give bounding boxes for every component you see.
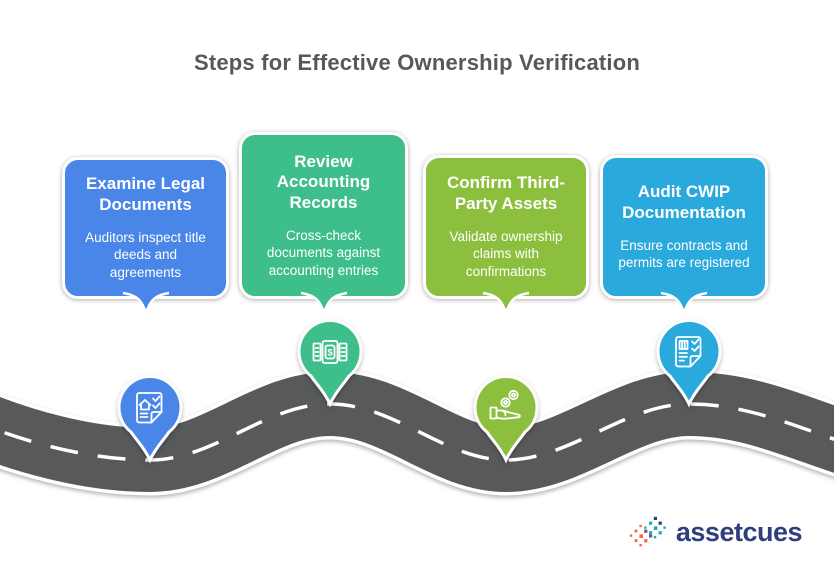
step-title: Review Accounting Records — [276, 151, 371, 213]
step-card-review-accounting-records: Review Accounting Records Cross-check do… — [239, 132, 408, 312]
road-edge-lines — [0, 404, 834, 460]
assetcues-logo-mark — [629, 516, 666, 547]
map-pin-step-4 — [656, 319, 722, 408]
card-pointer — [660, 291, 708, 312]
assetcues-logo: assetcues — [629, 514, 803, 550]
house-document-checklist-icon — [136, 392, 163, 424]
document-checklist-icon — [675, 336, 702, 368]
svg-text:$: $ — [327, 348, 333, 359]
step-description: Validate ownership claims with confirmat… — [449, 228, 563, 279]
map-pin-step-2: $ — [297, 319, 363, 408]
card-pointer — [122, 291, 169, 312]
step-description: Auditors inspect title deeds and agreeme… — [85, 229, 206, 280]
banknotes-icon: $ — [312, 340, 348, 364]
hand-coins-icon — [489, 389, 521, 420]
step-title: Confirm Third-Party Assets — [446, 173, 566, 214]
map-pin-step-1 — [117, 375, 183, 464]
step-card-audit-cwip-documentation: Audit CWIP Documentation Ensure contract… — [600, 155, 768, 312]
card-pointer — [300, 291, 347, 312]
step-title: Examine Legal Documents — [85, 174, 206, 215]
logo-dots — [629, 516, 666, 547]
card-pointer — [482, 291, 530, 312]
road-lane-divider — [0, 402, 834, 462]
step-title: Audit CWIP Documentation — [622, 182, 746, 222]
assetcues-logo-text: assetcues — [675, 516, 803, 547]
step-card-confirm-third-party-assets: Confirm Third-Party Assets Validate owne… — [423, 155, 589, 312]
road-surface — [0, 404, 834, 460]
step-card-examine-legal-documents: Examine Legal Documents Auditors inspect… — [62, 157, 229, 312]
road — [0, 404, 834, 460]
step-description: Cross-check documents against accounting… — [266, 227, 381, 278]
map-pin-step-3 — [473, 375, 539, 464]
step-description: Ensure contracts and permits are registe… — [618, 237, 750, 271]
page-title: Steps for Effective Ownership Verificati… — [193, 50, 641, 75]
